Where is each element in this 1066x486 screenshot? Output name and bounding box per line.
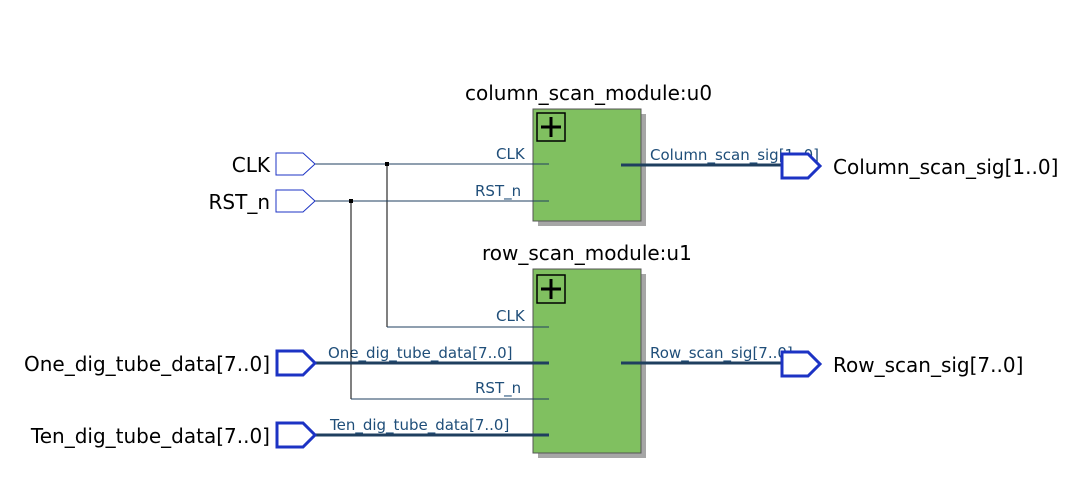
junction-dot (385, 162, 389, 166)
output-bus-pin-icon (780, 350, 823, 378)
input-label-clk: CLK (232, 153, 271, 177)
wire-clk[interactable] (315, 163, 549, 328)
input-port-clk[interactable]: CLK (232, 152, 316, 177)
port-label-ten-dig: Ten_dig_tube_data[7..0] (329, 416, 509, 435)
output-port-row-scan[interactable]: Row_scan_sig[7..0] (780, 350, 1023, 378)
expand-icon[interactable] (536, 274, 566, 304)
wire-label-column-scan: Column_scan_sig[1..0] (650, 146, 819, 165)
input-label-rst-n: RST_n (209, 190, 270, 214)
input-pin-icon (275, 152, 316, 176)
input-label-one-dig: One_dig_tube_data[7..0] (24, 352, 270, 376)
port-label-one-dig: One_dig_tube_data[7..0] (328, 344, 513, 363)
input-label-ten-dig: Ten_dig_tube_data[7..0] (30, 424, 270, 448)
output-bus-pin-icon (780, 152, 823, 180)
input-port-one-dig[interactable]: One_dig_tube_data[7..0] (24, 349, 318, 377)
port-label-rst-n: RST_n (475, 182, 521, 201)
input-port-rst-n[interactable]: RST_n (209, 189, 316, 214)
input-pin-icon (275, 189, 316, 213)
output-label-row-scan: Row_scan_sig[7..0] (833, 353, 1023, 377)
wire-rst-n[interactable] (315, 200, 549, 400)
module-title: column_scan_module:u0 (465, 81, 712, 105)
wire-label-row-scan: Row_scan_sig[7..0] (650, 344, 793, 363)
output-label-column-scan: Column_scan_sig[1..0] (833, 155, 1058, 179)
input-port-ten-dig[interactable]: Ten_dig_tube_data[7..0] (30, 421, 318, 449)
output-port-column-scan[interactable]: Column_scan_sig[1..0] (780, 152, 1058, 180)
junction-dot (349, 199, 353, 203)
expand-icon[interactable] (536, 112, 566, 142)
input-bus-pin-icon (275, 349, 318, 377)
module-row-scan[interactable]: row_scan_module:u1 CLK One_dig_tube_data… (328, 241, 692, 458)
port-label-rst-n: RST_n (475, 379, 521, 398)
input-bus-pin-icon (275, 421, 318, 449)
port-label-clk: CLK (496, 145, 526, 163)
module-title: row_scan_module:u1 (482, 241, 692, 265)
port-label-clk: CLK (496, 307, 526, 325)
